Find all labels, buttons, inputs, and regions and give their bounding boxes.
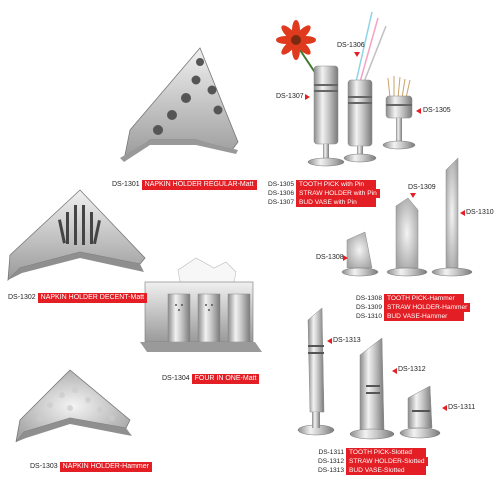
callout-ds-1307: DS-1307: [276, 93, 304, 100]
callout-ds-1312: DS-1312: [398, 366, 426, 373]
pin-set-image: [276, 11, 416, 167]
ds-1304-name: FOUR IN ONE-Matt: [191, 374, 260, 384]
callout-arrow: [460, 210, 465, 216]
ds-1304-label: DS-1304 FOUR IN ONE-Matt: [160, 374, 260, 384]
callout-ds-1311: DS-1311: [448, 404, 476, 411]
row-code: DS-1307: [267, 199, 294, 206]
callout-ds-1310: DS-1310: [466, 209, 494, 216]
callout-arrow: [354, 52, 360, 57]
ds-1301-label: DS-1301 NAPKIN HOLDER REGULAR-Matt: [110, 180, 257, 190]
row-name: STRAW HOLDER-Slotted: [346, 457, 428, 466]
four-in-one-image: [140, 257, 262, 352]
row-code: DS-1313: [317, 467, 344, 474]
callout-ds-1309: DS-1309: [408, 184, 436, 191]
row-code: DS-1312: [317, 458, 344, 465]
row-name: TOOTH PICK with Pin: [296, 180, 376, 189]
callout-arrow: [305, 94, 310, 100]
ds-1302-label: DS-1302 NAPKIN HOLDER DECENT-Matt: [6, 293, 148, 303]
row-code: DS-1308: [355, 295, 382, 302]
callout-arrow: [392, 368, 397, 374]
napkin-holder-hammer-image: [15, 369, 132, 443]
row-name: BUD VASE-Slotted: [346, 466, 426, 475]
ds-1302-code: DS-1302: [6, 293, 38, 303]
row-code: DS-1309: [355, 304, 382, 311]
callout-arrow: [327, 338, 332, 344]
ds-1303-code: DS-1303: [28, 462, 60, 472]
row-code: DS-1310: [355, 313, 382, 320]
napkin-holder-regular-image: [120, 47, 239, 162]
row-name: TOOTH PICK-Hammer: [384, 294, 464, 303]
callout-ds-1305: DS-1305: [423, 107, 451, 114]
row-name: BUD VASE with Pin: [296, 198, 376, 207]
napkin-holder-decent-image: [7, 189, 146, 282]
ds-1303-name: NAPKIN HOLDER-Hammer: [59, 462, 152, 472]
row-name: STRAW HOLDER with Pin: [296, 189, 380, 198]
ds-1304-code: DS-1304: [160, 374, 192, 384]
callout-arrow: [442, 405, 447, 411]
callout-arrow: [416, 108, 421, 114]
row-name: TOOTH PICK-Slotted: [346, 448, 426, 457]
ds-1302-name: NAPKIN HOLDER DECENT-Matt: [37, 293, 148, 303]
row-name: BUD VASE-Hammer: [384, 312, 464, 321]
row-code: DS-1311: [318, 449, 344, 456]
callout-arrow: [410, 193, 416, 198]
callout-ds-1308: DS-1308: [316, 254, 344, 261]
callout-arrow: [343, 255, 348, 261]
ds-1301-name: NAPKIN HOLDER REGULAR-Matt: [141, 180, 257, 190]
row-code: DS-1306: [267, 190, 294, 197]
slotted-set-image: [297, 307, 441, 440]
callout-ds-1306: DS-1306: [337, 42, 365, 49]
callout-ds-1313: DS-1313: [333, 337, 361, 344]
hammer-set-image: [341, 157, 473, 277]
ds-1303-label: DS-1303 NAPKIN HOLDER-Hammer: [28, 462, 152, 472]
row-code: DS-1305: [267, 181, 294, 188]
row-name: STRAW HOLDER-Hammer: [384, 303, 471, 312]
ds-1301-code: DS-1301: [110, 180, 142, 190]
